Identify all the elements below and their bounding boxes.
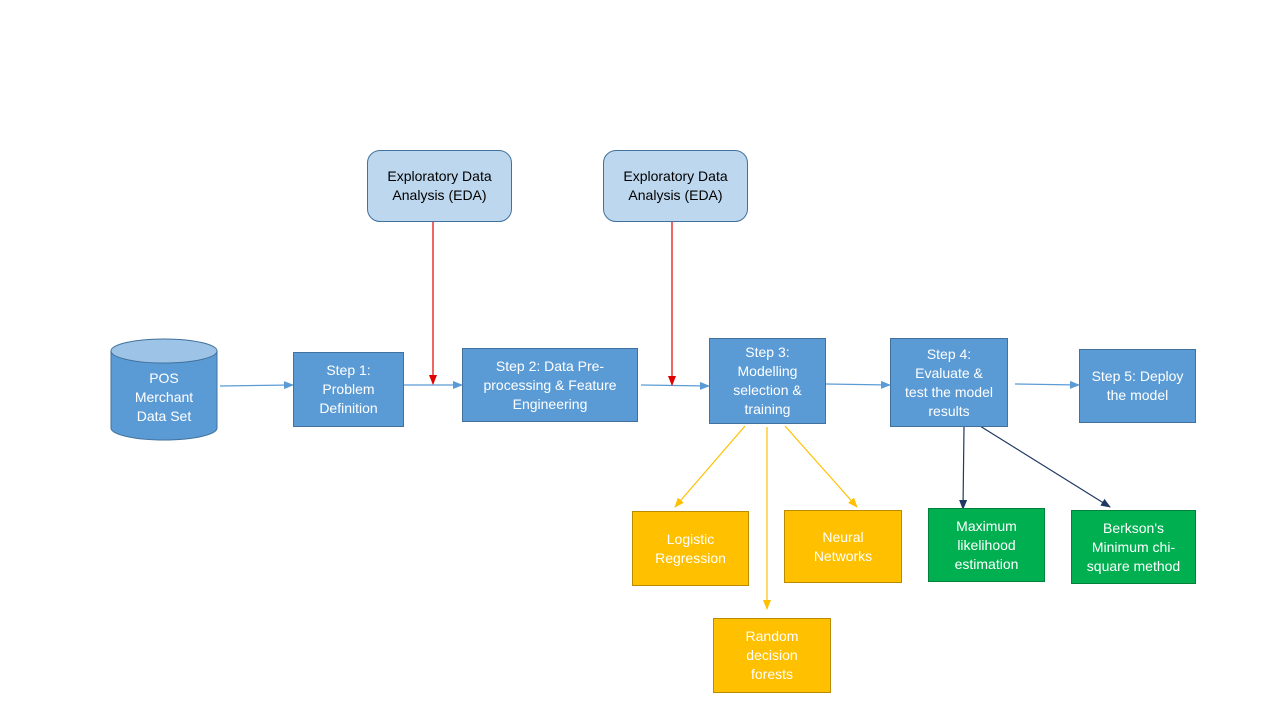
neural-networks-box: Neural Networks (784, 510, 902, 583)
random-decision-forests-box: Random decision forests (713, 618, 831, 693)
berkson-minimum-chi-square-box: Berkson's Minimum chi- square method (1071, 510, 1196, 584)
maximum-likelihood-box: Maximum likelihood estimation (928, 508, 1045, 582)
arrow-step4-to-mle (959, 426, 968, 510)
eda-box-1: Exploratory Data Analysis (EDA) (367, 150, 512, 222)
step-4-box: Step 4: Evaluate & test the model result… (890, 338, 1008, 427)
data-source-label: POS Merchant Data Set (134, 369, 194, 424)
arrow-step3-to-logistic (674, 425, 746, 508)
arrow-step4-to-step5 (1014, 380, 1080, 389)
step-1-box: Step 1: Problem Definition (293, 352, 404, 427)
eda-box-2: Exploratory Data Analysis (EDA) (603, 150, 748, 222)
step-2-box: Step 2: Data Pre- processing & Feature E… (462, 348, 638, 422)
logistic-regression-box: Logistic Regression (632, 511, 749, 586)
arrow-step2-to-step3 (640, 381, 710, 390)
arrow-step3-to-neural (784, 425, 858, 508)
arrow-source-to-step1 (219, 381, 294, 390)
step-5-box: Step 5: Deploy the model (1079, 349, 1196, 423)
step-3-box: Step 3: Modelling selection & training (709, 338, 826, 424)
data-source-cylinder (110, 338, 218, 441)
arrow-step3-to-step4 (825, 380, 891, 389)
arrow-step4-to-berkson (979, 425, 1111, 508)
